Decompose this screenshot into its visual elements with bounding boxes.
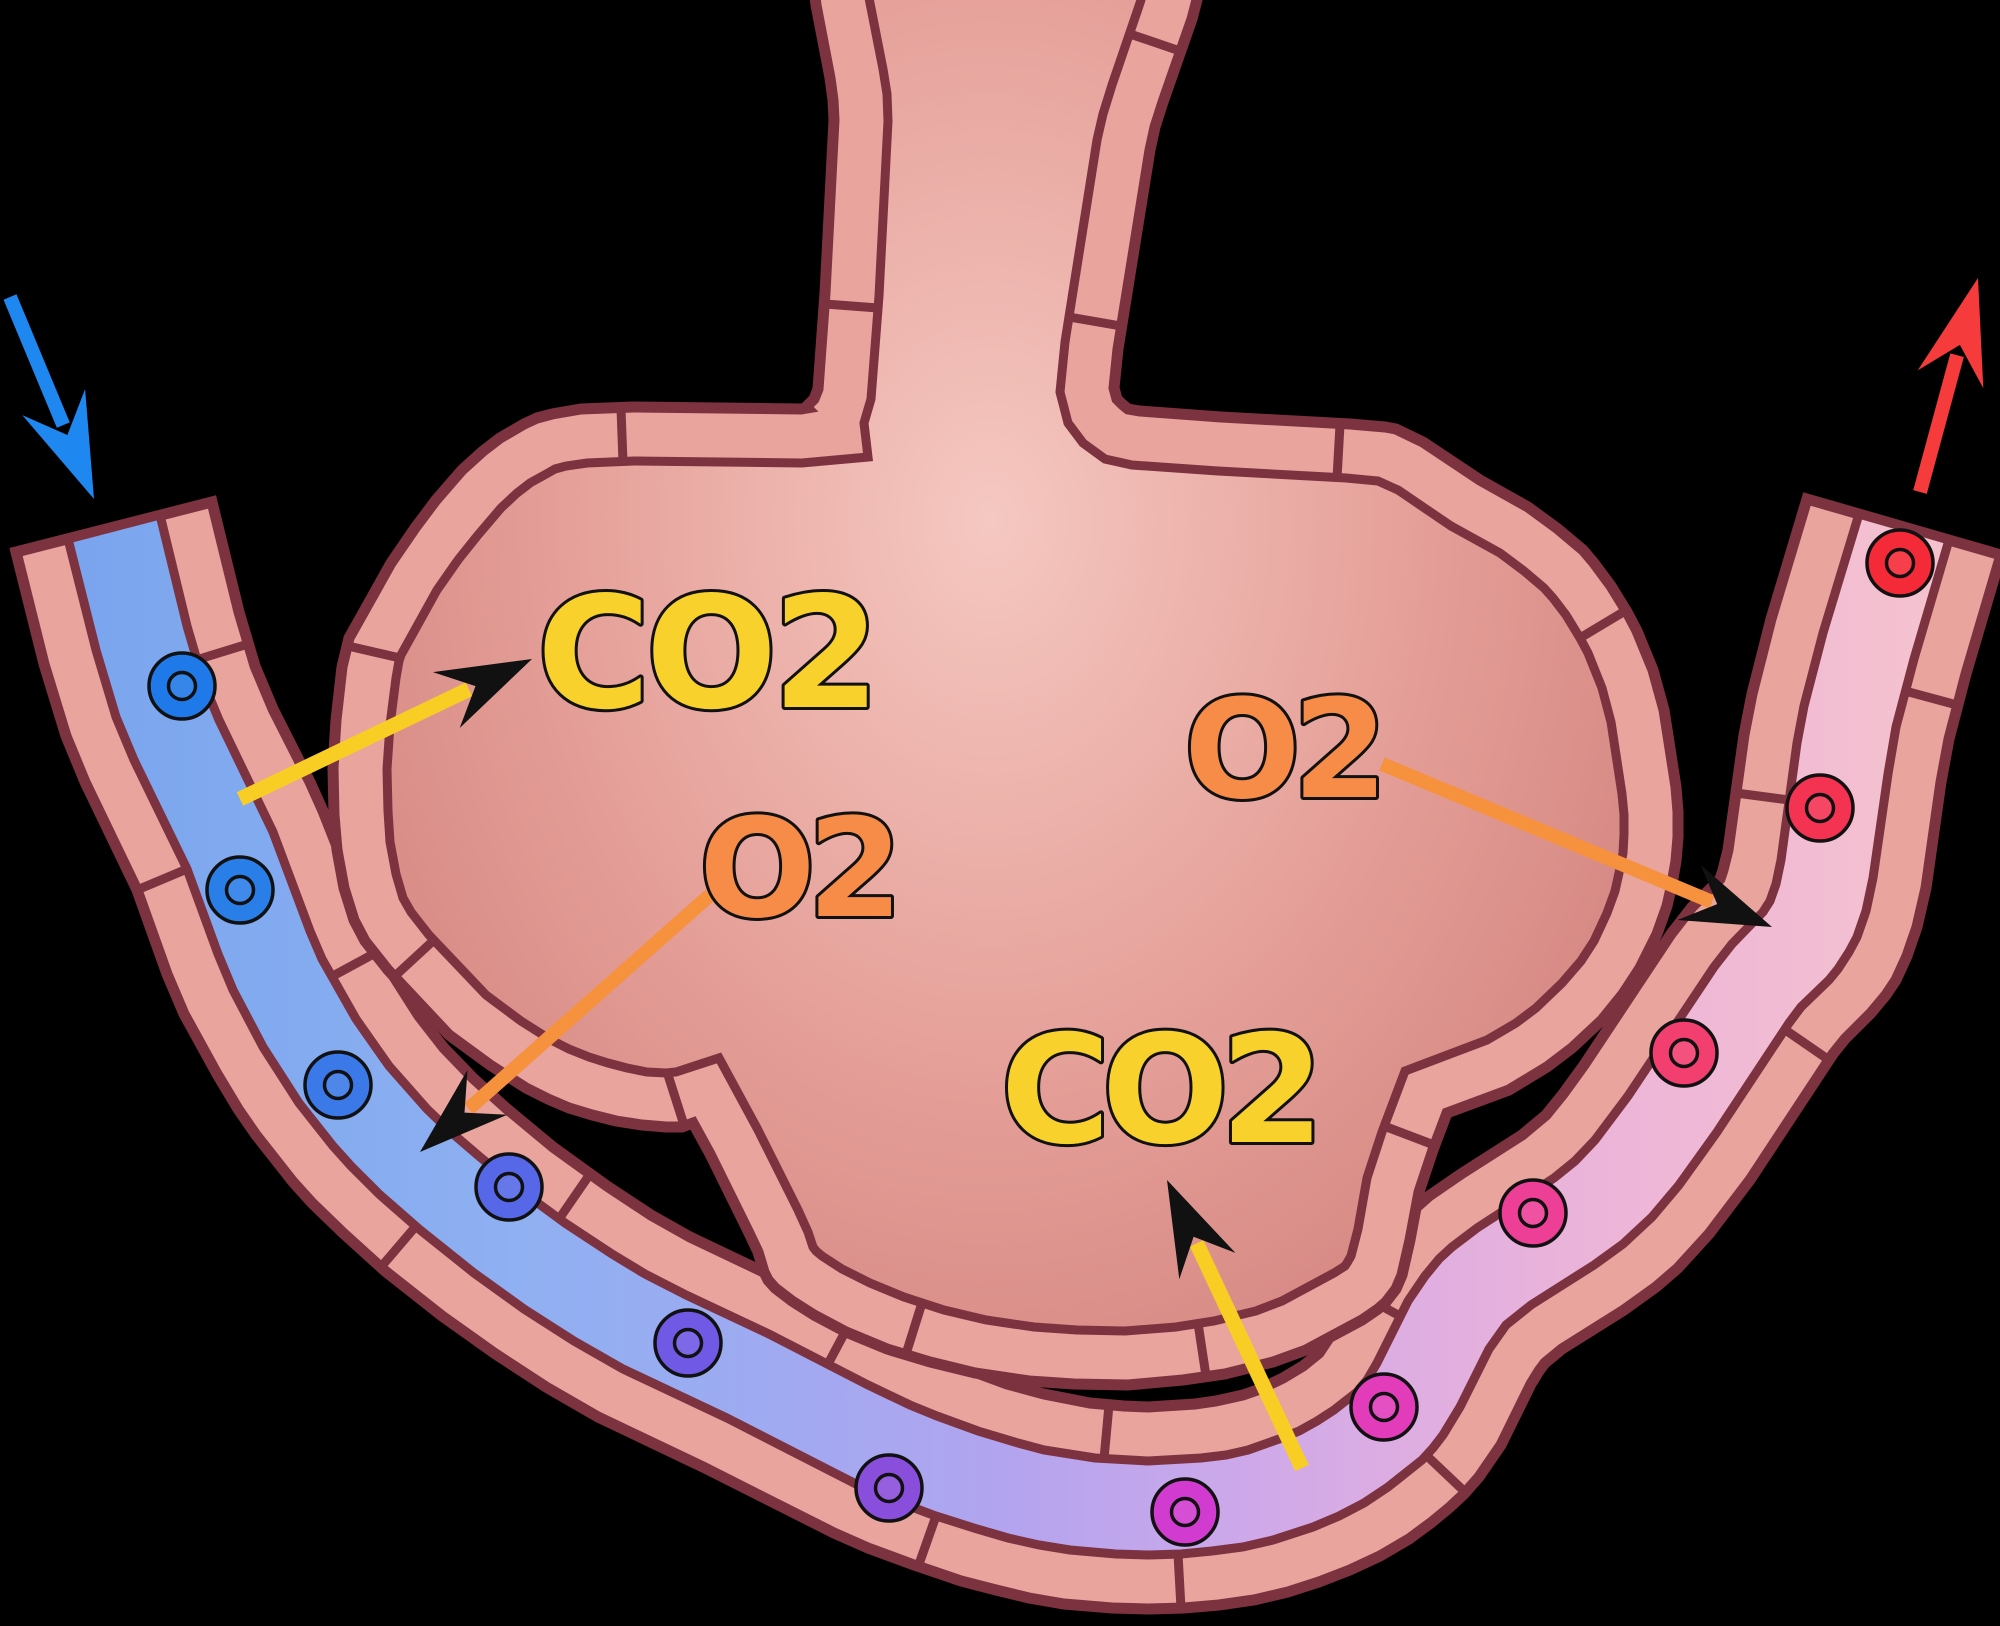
cell-wall-divider: [901, 1301, 927, 1356]
blood-in-arrow-head: [22, 389, 94, 499]
red-blood-cells: [147, 528, 1935, 1547]
cell-wall-divider: [1735, 788, 1790, 805]
co2-upper-arrow-head: [432, 659, 532, 728]
red-blood-cell: [1368, 1391, 1400, 1423]
o2-left-arrow: [420, 889, 715, 1152]
red-blood-cell: [1169, 1496, 1201, 1528]
cell-wall-divider: [1068, 312, 1122, 331]
cell-wall-divider: [1577, 607, 1628, 642]
cell-wall-divider: [1128, 29, 1182, 56]
cell-wall-divider: [1382, 1121, 1436, 1150]
cell-wall-divider: [135, 864, 189, 895]
o2-right-arrow-head: [1677, 864, 1772, 927]
red-blood-cell: [493, 1171, 525, 1203]
cell-wall-divider: [824, 299, 879, 313]
blood-out-arrow-shaft: [1913, 353, 1964, 494]
o2-left-arrow-head: [420, 1069, 508, 1152]
co2-label-lower: CO2: [1001, 1004, 1316, 1178]
o2-right-arrow-shaft: [1379, 757, 1715, 909]
red-blood-cell: [166, 670, 198, 702]
cell-wall-divider: [377, 1223, 420, 1270]
red-blood-cell: [672, 1327, 704, 1359]
cell-wall-divider: [1099, 1404, 1114, 1460]
cell-wall-divider: [1422, 1451, 1469, 1496]
cell-wall-divider: [663, 1073, 689, 1127]
cell-wall-divider: [346, 641, 402, 663]
alveolus-interior: [382, 0, 1629, 1336]
o2-right-arrow: [1379, 757, 1772, 927]
cell-wall-divider: [391, 936, 438, 980]
co2-label-upper: CO2: [537, 563, 875, 744]
blood-out-arrow-head: [1917, 278, 1984, 389]
cell-wall-divider: [913, 1514, 941, 1569]
cell-wall-divider: [1173, 1553, 1186, 1609]
o2-label-left: O2: [699, 790, 895, 949]
alveolus-cell-walls: [346, 29, 1628, 1377]
alveolus: [327, 0, 1684, 1391]
cell-wall-divider: [1193, 1322, 1211, 1377]
red-blood-cell: [1884, 547, 1916, 579]
red-blood-cell: [873, 1472, 905, 1504]
blood-in-arrow: [3, 294, 94, 499]
blood-in-arrow-shaft: [3, 294, 70, 428]
cell-wall-divider: [1781, 1025, 1832, 1064]
red-blood-cell: [1804, 792, 1836, 824]
cell-wall-divider: [616, 408, 628, 463]
red-blood-cell: [322, 1069, 354, 1101]
co2-upper-arrow-shaft: [236, 682, 473, 806]
co2-lower-arrow-shaft: [1189, 1240, 1309, 1472]
cell-wall-divider: [1332, 424, 1345, 479]
cell-wall-divider: [555, 1171, 594, 1222]
o2-left-arrow-shaft: [463, 889, 715, 1115]
cell-wall-divider: [1903, 686, 1959, 710]
o2-label-right: O2: [1184, 671, 1380, 830]
co2-lower-arrow-head: [1167, 1180, 1236, 1280]
cell-wall-divider: [194, 639, 250, 665]
co2-lower-arrow: [1167, 1180, 1309, 1472]
red-blood-cell: [224, 874, 256, 906]
blood-out-arrow: [1913, 278, 1984, 494]
red-blood-cell: [1668, 1037, 1700, 1069]
co2-upper-arrow: [236, 659, 532, 806]
red-blood-cell: [1517, 1197, 1549, 1229]
